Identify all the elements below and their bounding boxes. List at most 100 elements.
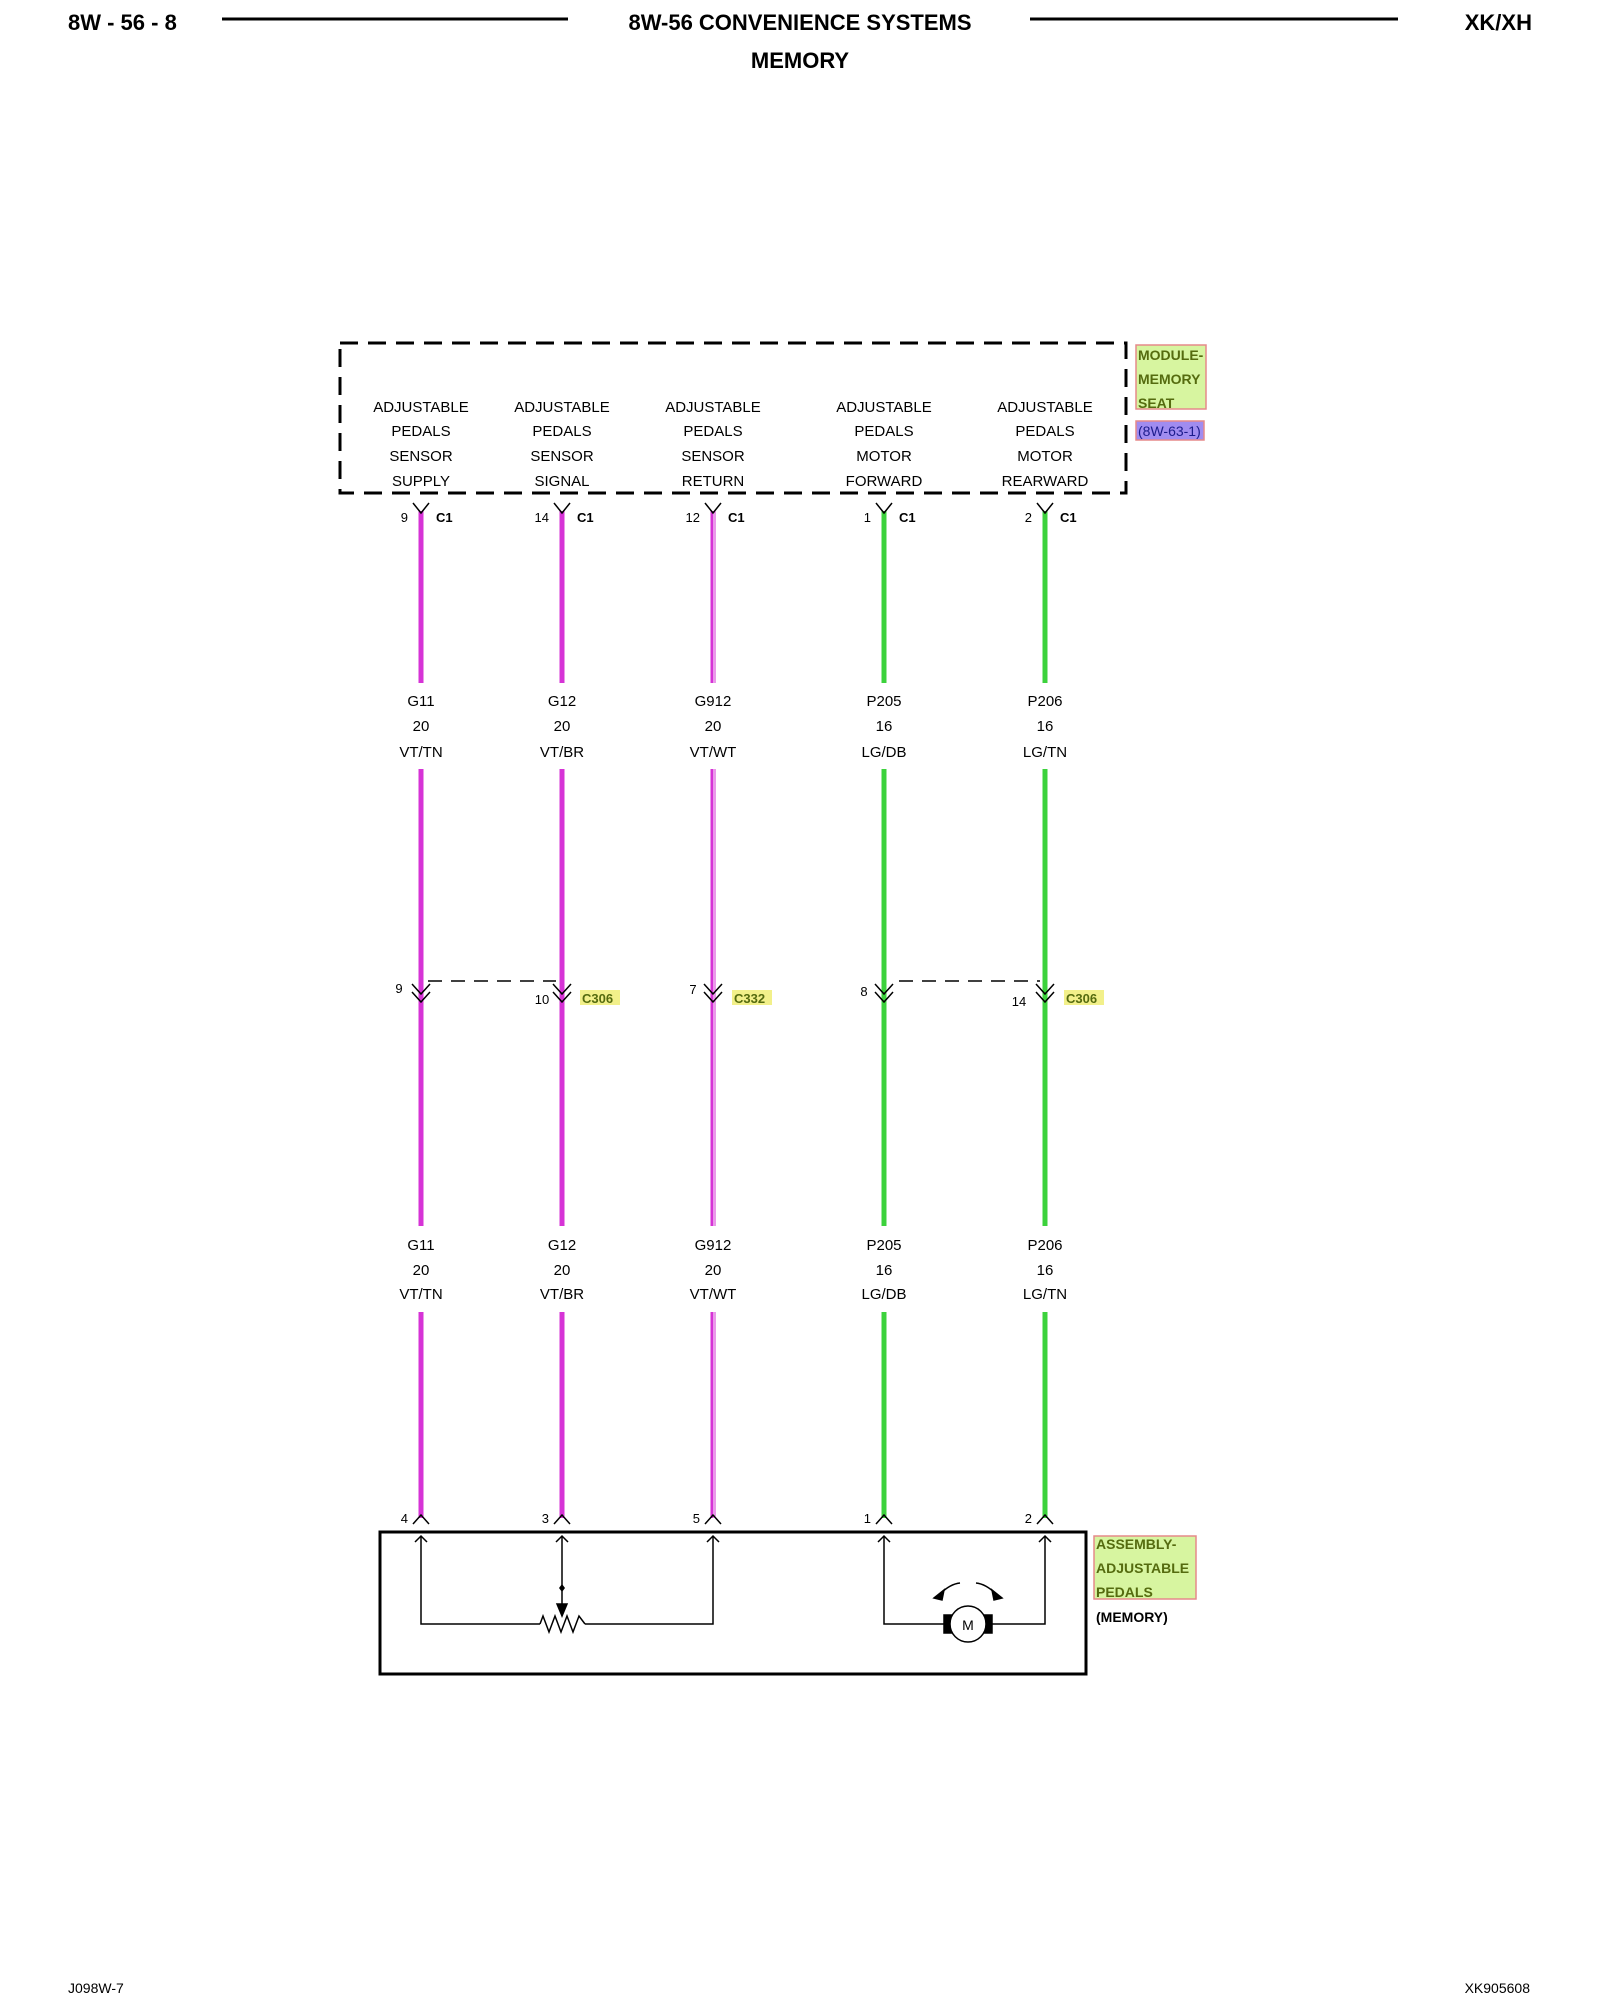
- c332-highlight: [732, 990, 772, 1005]
- wiper-junction-icon: [559, 1584, 565, 1592]
- circuit-id-2: P205: [866, 1237, 901, 1254]
- wire-color-code-2: VT/BR: [540, 1286, 584, 1303]
- footer-right-code: XK905608: [1465, 1980, 1531, 1996]
- module-function-label-2-line-3: SENSOR: [530, 448, 594, 465]
- adjustable-pedals-assembly: M ASSEMBLY- ADJUSTABLE PEDALS (MEMORY): [378, 1530, 1197, 1676]
- module-connector-id: C1: [436, 510, 453, 525]
- wire-gauge-1: 20: [705, 718, 722, 735]
- module-reference-link[interactable]: (8W-63-1): [1138, 423, 1201, 439]
- footer-left-code: J098W-7: [68, 1980, 124, 1996]
- module-pin-number: 12: [686, 510, 700, 525]
- module-connector-id: C1: [577, 510, 594, 525]
- module-name-line-1: MODULE-: [1138, 347, 1204, 363]
- module-pin-number: 9: [401, 510, 408, 525]
- circuit-id-1: G912: [695, 693, 732, 710]
- module-pin-number: 14: [535, 510, 549, 525]
- assembly-pin-number: 5: [693, 1511, 700, 1526]
- pedal-motor: [883, 1536, 1046, 1643]
- inline-terminal-male-icon: [703, 991, 723, 1004]
- assembly-note: (MEMORY): [1096, 1609, 1168, 1625]
- circuit-id-1: G12: [548, 693, 576, 710]
- module-function-label-4-line-3: MOTOR: [856, 448, 912, 465]
- module-outline: [338, 341, 1128, 495]
- assembly-pin-number: 3: [542, 1511, 549, 1526]
- pedal-position-sensor: [420, 1536, 714, 1635]
- assembly-outline: [378, 1530, 1088, 1676]
- inline-connector-c306-left: C306: [582, 991, 613, 1006]
- circuit-id-1: G11: [407, 693, 434, 710]
- module-function-label-3-line-3: SENSOR: [681, 448, 745, 465]
- model-code: XK/XH: [1465, 10, 1532, 35]
- assembly-terminal-icon: [875, 1513, 893, 1525]
- module-name-line-3: SEAT: [1138, 395, 1175, 411]
- wire-gauge-1: 20: [413, 718, 430, 735]
- module-function-label-3-line-4: RETURN: [682, 473, 745, 490]
- reference-highlight: [1135, 420, 1205, 441]
- motor-rearward-trace: [992, 1536, 1046, 1625]
- module-function-label-5-line-3: MOTOR: [1017, 448, 1073, 465]
- inline-terminal-male-icon: [552, 991, 572, 1004]
- inline-connector-links: C306 C332 C306: [428, 980, 1104, 1006]
- wire-gauge-2: 16: [1037, 1262, 1054, 1279]
- assembly-name-line-1: ASSEMBLY-: [1096, 1536, 1177, 1552]
- module-function-label-1-line-1: ADJUSTABLE: [373, 399, 469, 416]
- wire-color-code-1: VT/WT: [690, 744, 737, 761]
- module-function-label-4-line-1: ADJUSTABLE: [836, 399, 932, 416]
- module-connector-id: C1: [899, 510, 916, 525]
- assembly-pin-number: 4: [401, 1511, 408, 1526]
- wire-gauge-2: 20: [554, 1262, 571, 1279]
- module-connector-id: C1: [728, 510, 745, 525]
- module-function-label-2-line-1: ADJUSTABLE: [514, 399, 610, 416]
- module-function-label-2-line-4: SIGNAL: [534, 473, 589, 490]
- page-code: 8W - 56 - 8: [68, 10, 177, 35]
- page-subtitle: MEMORY: [751, 48, 850, 73]
- module-pin-number: 2: [1025, 510, 1032, 525]
- rotation-arrowhead-right-icon: [990, 1588, 1004, 1601]
- motor-forward-trace: [883, 1536, 944, 1625]
- inline-connector-c332: C332: [734, 991, 765, 1006]
- memory-seat-module: ADJUSTABLEPEDALSSENSORSUPPLYADJUSTABLEPE…: [338, 341, 1207, 495]
- circuit-id-2: G11: [407, 1237, 434, 1254]
- wire-color-code-1: VT/BR: [540, 744, 584, 761]
- inline-pin-number: 7: [689, 982, 696, 997]
- assembly-terminal-icon: [553, 1513, 571, 1525]
- module-connector-id: C1: [1060, 510, 1077, 525]
- c306-right-highlight: [1064, 990, 1104, 1005]
- inline-terminal-male-icon: [411, 991, 431, 1004]
- module-function-label-5-line-1: ADJUSTABLE: [997, 399, 1093, 416]
- assembly-terminal-icon: [412, 1513, 430, 1525]
- inline-terminal-icon: [874, 983, 894, 996]
- inline-terminal-male-icon: [874, 991, 894, 1004]
- module-function-label-1-line-3: SENSOR: [389, 448, 453, 465]
- inline-pin-number: 8: [860, 984, 867, 999]
- wire-color-code-2: LG/DB: [861, 1286, 906, 1303]
- module-function-label-3-line-1: ADJUSTABLE: [665, 399, 761, 416]
- inline-connector-c306-right: C306: [1066, 991, 1097, 1006]
- wire-gauge-2: 16: [876, 1262, 893, 1279]
- circuit-id-1: P205: [866, 693, 901, 710]
- inline-pin-number: 10: [535, 992, 549, 1007]
- inline-terminal-icon: [1035, 983, 1055, 996]
- module-function-label-5-line-4: REARWARD: [1002, 473, 1089, 490]
- module-function-label-2-line-2: PEDALS: [532, 423, 591, 440]
- module-terminal-icon: [704, 502, 722, 515]
- module-function-label-3-line-2: PEDALS: [683, 423, 742, 440]
- wire-gauge-1: 16: [876, 718, 893, 735]
- circuit-id-2: G12: [548, 1237, 576, 1254]
- wire-gauge-2: 20: [413, 1262, 430, 1279]
- wire-color-code-1: VT/TN: [399, 744, 442, 761]
- sensor-return-trace: [585, 1536, 714, 1625]
- module-function-label-4-line-2: PEDALS: [854, 423, 913, 440]
- assembly-terminal-icon: [1036, 1513, 1054, 1525]
- assembly-terminal-icon: [704, 1513, 722, 1525]
- assembly-name-line-2: ADJUSTABLE: [1096, 1560, 1189, 1576]
- module-function-label-4-line-4: FORWARD: [846, 473, 923, 490]
- rotation-arrowhead-left-icon: [932, 1588, 946, 1601]
- module-terminal-icon: [412, 502, 430, 515]
- inline-terminal-icon: [411, 983, 431, 996]
- potentiometer-icon: [539, 1613, 586, 1635]
